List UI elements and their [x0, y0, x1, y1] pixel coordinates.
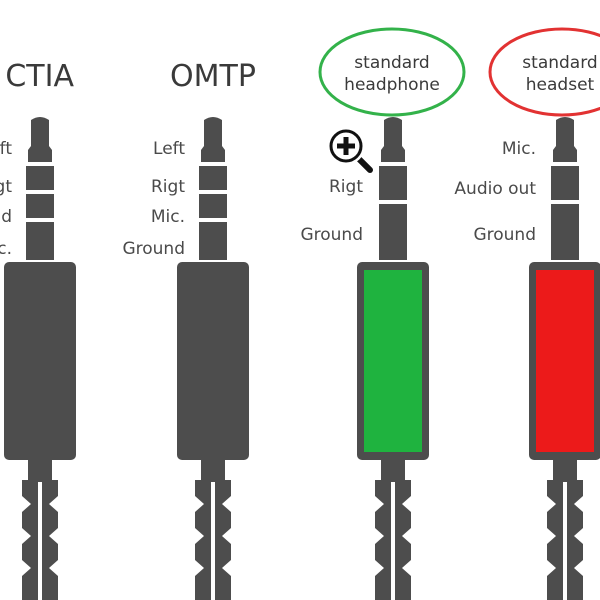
plug-ring-1: [199, 166, 227, 190]
plug-sleeve: [26, 222, 54, 260]
headset-label-ground: Ground: [473, 225, 536, 245]
headphone-plug: [357, 117, 429, 600]
headphone-label-ground: Ground: [300, 225, 363, 245]
headphone-title-oval: [318, 27, 466, 117]
headset-label-mic: Mic.: [502, 139, 536, 159]
ctia-label-right: Rigt: [0, 177, 12, 197]
plug-tip: [201, 117, 225, 162]
plug-ring-1: [26, 166, 54, 190]
omtp-label-ground: Ground: [122, 239, 185, 259]
ctia-label-mic: Mic.: [0, 239, 12, 259]
omtp-label-mic: Mic.: [151, 207, 185, 227]
plug-ring: [379, 166, 407, 200]
headset-title-line2: headset: [526, 75, 595, 95]
plug-cable-groove: [391, 482, 395, 600]
magnifier-plus-icon[interactable]: [327, 127, 375, 175]
ctia-label-ground: Ground: [0, 207, 12, 227]
headphone-title-line2: headphone: [344, 75, 440, 95]
plug-neck: [553, 460, 577, 480]
plug-body-colour-fill: [536, 270, 594, 452]
omtp-label-right: Rigt: [151, 177, 185, 197]
plug-cable-groove: [38, 482, 42, 600]
headset-jack: standard headset Mic. Audio out Ground: [454, 27, 600, 600]
plug-body-colour-fill: [364, 270, 422, 452]
plug-body: [4, 262, 76, 460]
plug-cable-groove: [211, 482, 215, 600]
omtp-jack: OMTP Left Rigt Mic. Ground: [122, 59, 256, 600]
ctia-jack: CTIA Left Rigt Ground Mic.: [0, 59, 76, 600]
plug-sleeve: [379, 204, 407, 260]
plug-body: [177, 262, 249, 460]
headset-title-oval: [488, 27, 600, 117]
plug-ring: [551, 166, 579, 200]
headset-plug: [529, 117, 600, 600]
headset-label-audio-out: Audio out: [454, 179, 536, 199]
omtp-label-left: Left: [153, 139, 185, 159]
plug-tip: [553, 117, 577, 162]
ctia-label-left: Left: [0, 139, 12, 159]
ctia-plug: [4, 117, 76, 600]
ctia-title: CTIA: [5, 59, 74, 94]
headphone-title-line1: standard: [354, 53, 429, 73]
plug-tip: [381, 117, 405, 162]
headset-title-line1: standard: [522, 53, 597, 73]
plug-neck: [28, 460, 52, 480]
plug-sleeve: [551, 204, 579, 260]
plug-ring-2: [26, 194, 54, 218]
plug-cable-groove: [563, 482, 567, 600]
plug-tip: [28, 117, 52, 162]
plug-sleeve: [199, 222, 227, 260]
plug-ring-2: [199, 194, 227, 218]
headphone-jack: standard headphone Rigt Ground: [300, 27, 466, 600]
plug-neck: [201, 460, 225, 480]
omtp-title: OMTP: [170, 59, 256, 94]
omtp-plug: [177, 117, 249, 600]
headphone-label-right: Rigt: [329, 177, 363, 197]
plug-neck: [381, 460, 405, 480]
